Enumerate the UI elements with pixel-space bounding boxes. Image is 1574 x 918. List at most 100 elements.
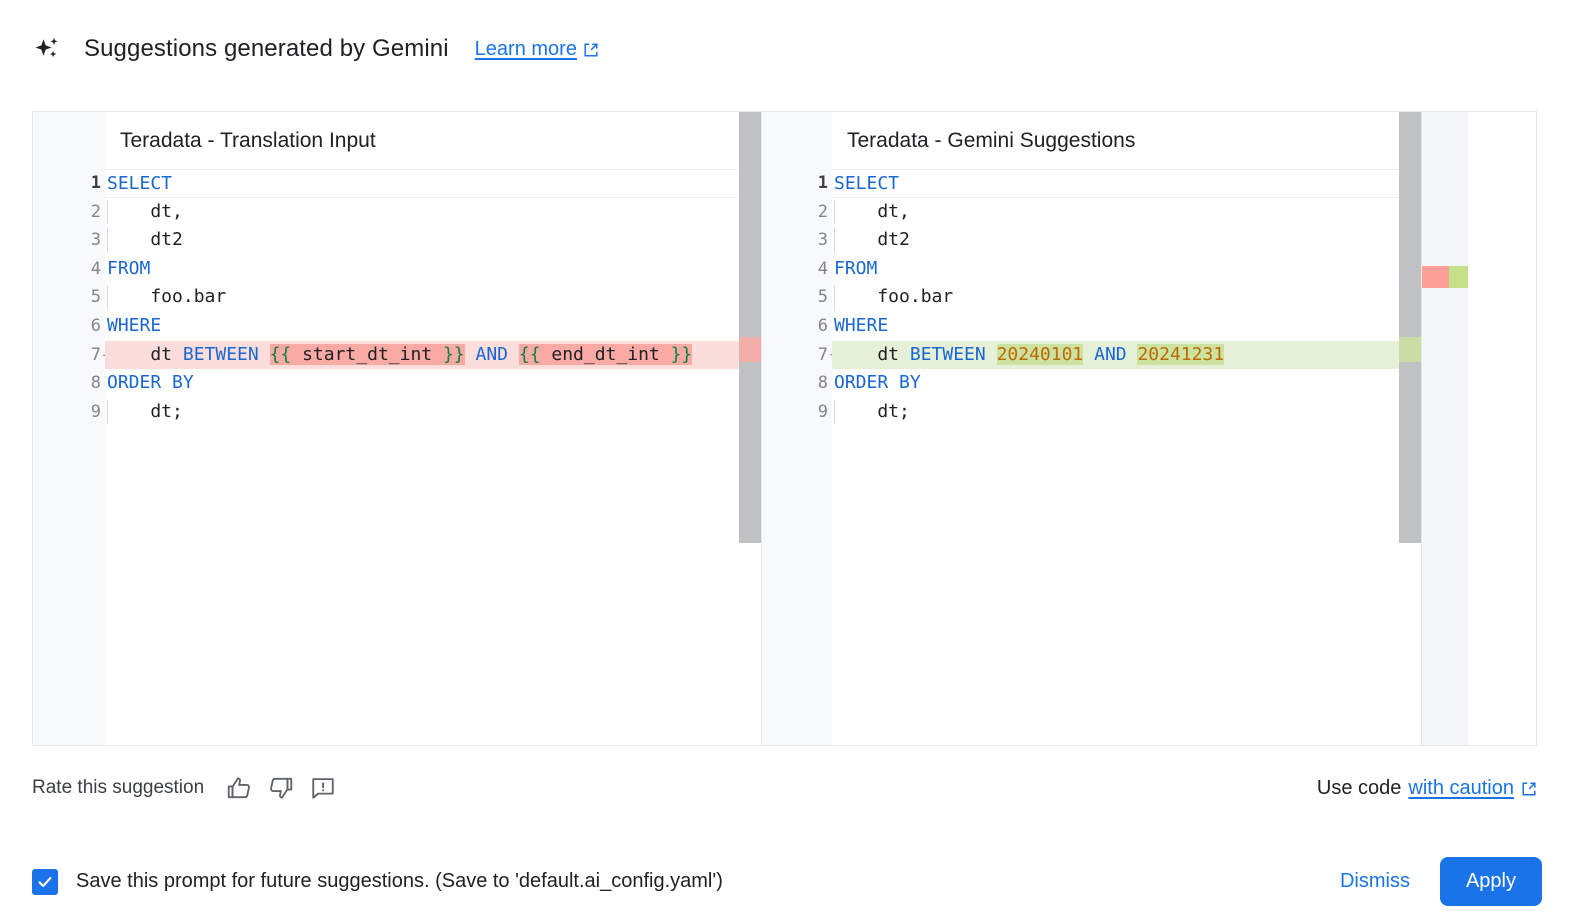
indent-guide: [834, 399, 835, 425]
panel-footer: Save this prompt for future suggestions.…: [0, 845, 1574, 918]
code-area-right[interactable]: Teradata - Gemini Suggestions SELECT dt,…: [832, 112, 1399, 745]
code-token: [986, 344, 997, 365]
line-number: 1: [817, 173, 828, 193]
code-token: dt2: [107, 229, 183, 251]
sql-keyword: FROM: [107, 257, 151, 279]
line-number: 7+: [762, 341, 840, 370]
code-line: dt;: [832, 398, 1399, 427]
line-number: 8: [90, 373, 101, 394]
code-token: foo.bar: [107, 286, 227, 308]
template-brace: {{: [269, 343, 292, 365]
pane-title-left: Teradata - Translation Input: [105, 112, 739, 169]
scrollbar-change-marker-insert: [1399, 337, 1421, 362]
template-variable: {{ end_dt_int }}: [518, 343, 693, 365]
code-line: foo.bar: [105, 283, 739, 312]
indent-guide: [107, 228, 108, 253]
indent-guide: [107, 285, 108, 310]
line-number: 4: [90, 258, 101, 279]
sql-keyword: ORDER BY: [834, 372, 921, 394]
save-prompt-checkbox-row[interactable]: Save this prompt for future suggestions.…: [32, 868, 723, 895]
code-token: foo.bar: [834, 286, 954, 308]
code-token: [465, 344, 476, 365]
overview-marker-insert: [1449, 266, 1468, 288]
external-link-icon: [1521, 780, 1537, 796]
scrollbar-left[interactable]: [739, 112, 761, 745]
use-code-notice: Use code with caution: [1317, 777, 1537, 800]
learn-more-link[interactable]: Learn more: [475, 38, 599, 61]
sql-number: 20241231: [1137, 343, 1225, 365]
thumb-up-icon[interactable]: [226, 775, 252, 801]
use-code-prefix: Use code: [1316, 776, 1402, 799]
code-line: SELECT: [105, 169, 739, 198]
sql-keyword: ORDER BY: [107, 372, 194, 394]
sql-keyword: BETWEEN: [182, 343, 259, 365]
scrollbar-thumb-right[interactable]: [1399, 112, 1421, 543]
sql-keyword: AND: [475, 343, 509, 365]
sql-keyword: WHERE: [107, 314, 162, 336]
code-line: dt2: [832, 226, 1399, 255]
indent-guide: [834, 228, 835, 253]
code-line: dt BETWEEN {{ start_dt_int }} AND {{ end…: [105, 340, 739, 370]
learn-more-label: Learn more: [474, 37, 577, 60]
line-number: 3: [90, 230, 101, 251]
code-line: dt;: [105, 398, 739, 427]
code-line: WHERE: [832, 312, 1399, 341]
sql-keyword: AND: [1094, 343, 1127, 365]
code-area-left[interactable]: Teradata - Translation Input SELECT dt, …: [105, 112, 739, 745]
line-number: 5: [817, 287, 828, 308]
line-number: 3: [817, 230, 828, 251]
panel-header: Suggestions generated by Gemini Learn mo…: [32, 28, 599, 70]
report-icon[interactable]: [310, 775, 336, 801]
template-brace: {{: [518, 343, 541, 365]
code-line: dt2: [105, 226, 739, 255]
line-number: 6: [817, 315, 828, 336]
template-brace: }}: [670, 343, 693, 365]
rate-icon-group: [226, 775, 336, 801]
template-variable: {{ start_dt_int }}: [269, 343, 465, 365]
pane-title-right: Teradata - Gemini Suggestions: [832, 112, 1399, 169]
line-number: 1: [90, 173, 101, 193]
code-token: dt,: [834, 200, 910, 222]
line-number: 5: [90, 287, 101, 308]
sql-keyword: SELECT: [107, 173, 173, 194]
sparkle-icon: [32, 34, 62, 64]
thumb-down-icon[interactable]: [268, 775, 294, 801]
with-caution-link[interactable]: with caution: [1408, 776, 1514, 799]
sql-number: 20240101: [996, 343, 1084, 365]
scrollbar-change-marker-delete: [739, 337, 761, 362]
code-line: foo.bar: [832, 283, 1399, 312]
code-token: dt;: [834, 400, 910, 422]
external-link-icon: [583, 41, 599, 57]
indent-guide: [107, 399, 108, 425]
scrollbar-right[interactable]: [1399, 112, 1421, 745]
code-token: dt;: [107, 400, 183, 422]
apply-button[interactable]: Apply: [1439, 857, 1542, 906]
indent-guide: [107, 199, 108, 225]
code-line: dt,: [105, 198, 739, 227]
rate-label: Rate this suggestion: [32, 777, 205, 798]
template-variable-name: end_dt_int: [540, 343, 671, 365]
line-number: 9: [90, 401, 101, 422]
overview-marker-delete: [1422, 266, 1449, 288]
check-icon: [38, 876, 52, 887]
code-line: WHERE: [105, 312, 739, 341]
rate-row: Rate this suggestion: [32, 768, 1537, 808]
code-token: dt,: [107, 200, 183, 222]
code-line: ORDER BY: [832, 369, 1399, 398]
code-token: [1083, 344, 1094, 365]
scrollbar-thumb-left[interactable]: [739, 112, 761, 543]
dismiss-button[interactable]: Dismiss: [1322, 860, 1428, 903]
sql-keyword: SELECT: [834, 173, 900, 194]
line-number: 2: [817, 201, 828, 222]
indent-guide: [834, 199, 835, 225]
code-line: dt,: [832, 198, 1399, 227]
code-token: [508, 344, 519, 365]
code-line: SELECT: [832, 169, 1399, 198]
overview-ruler[interactable]: [1421, 112, 1468, 745]
save-prompt-checkbox[interactable]: [32, 868, 58, 895]
code-token: dt: [834, 343, 910, 365]
